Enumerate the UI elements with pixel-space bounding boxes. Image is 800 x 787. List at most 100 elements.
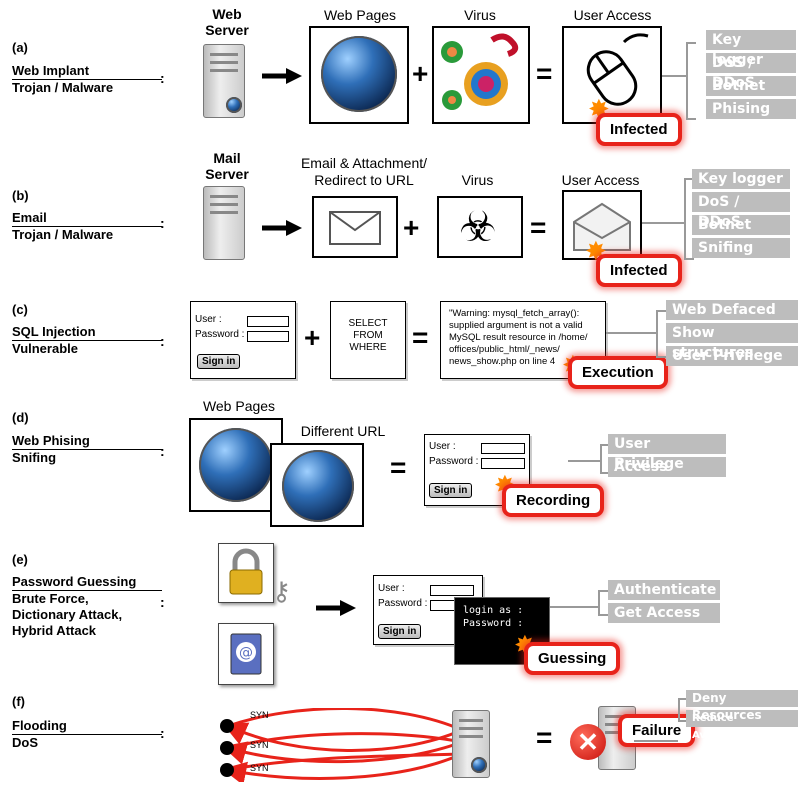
tag-show-structures: Show structures — [666, 323, 798, 361]
tag-bracket-f — [678, 698, 680, 720]
equals-sign: = — [536, 722, 553, 753]
tag-authenticate: Authenticate — [608, 580, 720, 600]
row-d-title: Web Phising Snifing — [12, 433, 162, 466]
tag-key-logger: Key logger — [692, 169, 790, 189]
infected-badge-b: Infected — [596, 254, 682, 287]
row-f-tags: Deny Resources Reduce Availability — [686, 690, 798, 741]
syn-label-1: SYN — [250, 710, 269, 720]
web-pages-box — [309, 26, 409, 124]
tag-snifing: Snifing — [692, 238, 790, 258]
virus-box — [432, 26, 530, 124]
equals-sign: = — [530, 212, 547, 243]
infected-badge-a: Infected — [596, 113, 682, 146]
row-c-letter: (c) — [12, 302, 28, 317]
address-book-icon: @ — [230, 633, 262, 675]
keys-icon: ⚷ — [272, 576, 292, 606]
row-c-tags: Web Defaced Show structures User Privile… — [666, 300, 798, 366]
arrow-icon — [262, 68, 302, 89]
tag-bracket-c — [656, 310, 658, 356]
tag-get-access: Get Access — [608, 603, 720, 623]
tag-dos: DoS / DDoS — [692, 192, 790, 230]
arrow-icon — [262, 220, 302, 241]
different-url-label: Different URL — [300, 423, 386, 439]
plus-sign: + — [304, 322, 321, 353]
plus-sign: + — [403, 212, 420, 243]
virus-icon — [441, 33, 519, 110]
row-f-letter: (f) — [12, 694, 25, 709]
tag-bracket-b — [684, 178, 686, 258]
row-d-colon: : — [160, 443, 165, 459]
biohazard-icon: ☣ — [459, 203, 497, 250]
row-b-tags: Key logger DoS / DDoS Botnet Snifing — [692, 169, 790, 258]
syn-label-3: SYN — [250, 763, 269, 773]
user-access-box — [562, 26, 662, 124]
sql-query-box: SELECT FROM WHERE — [330, 301, 406, 379]
sign-in-button[interactable]: Sign in — [197, 354, 241, 369]
globe-icon — [321, 36, 397, 112]
row-c-title: SQL Injection Vulnerable — [12, 324, 162, 357]
row-a-title: Web Implant Trojan / Malware — [12, 63, 162, 96]
web-page-box-original — [189, 418, 283, 512]
tag-user-privilege: User Privilege — [666, 346, 798, 366]
web-pages-label-d: Web Pages — [202, 398, 276, 414]
tag-user-privilege: User Privilege — [608, 434, 726, 472]
row-e-title: Password Guessing Brute Force, Dictionar… — [12, 574, 162, 639]
virus-label-b: Virus — [461, 172, 494, 188]
web-server-label: Web Server — [205, 6, 249, 38]
tag-bracket-d — [600, 444, 602, 472]
lock-tile — [218, 543, 274, 603]
tag-dos: DoS / DDoS — [706, 53, 796, 91]
plus-sign: + — [412, 58, 429, 89]
failure-badge: Failure — [618, 714, 696, 747]
mail-server-icon — [203, 186, 245, 260]
email-label: Email & Attachment/ Redirect to URL — [300, 155, 428, 188]
row-f-title: Flooding DoS — [12, 718, 162, 751]
tag-access: Access — [608, 457, 726, 477]
user-access-label-b: User Access — [561, 172, 640, 188]
sign-in-button[interactable]: Sign in — [429, 483, 473, 498]
tag-bracket-e — [598, 590, 600, 614]
mail-server-label: Mail Server — [205, 150, 249, 182]
tag-botnet: Botnet — [692, 215, 790, 235]
padlock-icon — [229, 548, 263, 595]
row-a-colon: : — [160, 70, 165, 86]
mouse-icon — [586, 33, 649, 106]
row-d-letter: (d) — [12, 410, 29, 425]
svg-text:@: @ — [239, 645, 253, 661]
web-server-icon — [203, 44, 245, 118]
envelope-icon — [329, 211, 381, 245]
open-mail-icon — [573, 202, 631, 251]
syn-label-2: SYN — [250, 740, 269, 750]
virus-label: Virus — [464, 7, 496, 23]
equals-sign: = — [412, 322, 429, 353]
recording-badge: Recording — [502, 484, 605, 517]
tag-bracket-a — [686, 42, 688, 118]
error-x-icon: ✕ — [570, 724, 606, 760]
tag-botnet: Botnet — [706, 76, 796, 96]
globe-icon — [282, 450, 354, 522]
row-a-tags: Key logger DoS / DDoS Botnet Phising — [706, 30, 796, 119]
tag-reduce-availability: Reduce Availability — [686, 710, 798, 741]
user-access-label: User Access — [573, 7, 652, 23]
row-b-letter: (b) — [12, 188, 29, 203]
execution-badge: Execution — [568, 356, 668, 389]
tag-deny-resources: Deny Resources — [686, 690, 798, 722]
tag-key-logger: Key logger — [706, 30, 796, 68]
guessing-badge: Guessing — [524, 642, 621, 675]
address-book-tile: @ — [218, 623, 274, 685]
row-b-title: Email Trojan / Malware — [12, 210, 162, 243]
arrow-icon — [316, 600, 356, 621]
sign-in-button[interactable]: Sign in — [378, 624, 422, 639]
row-e-tags: Authenticate Get Access — [608, 580, 720, 623]
web-page-box-fake — [270, 443, 364, 527]
row-e-colon: : — [160, 594, 165, 610]
row-d-tags: User Privilege Access — [608, 434, 726, 477]
row-f-colon: : — [160, 725, 165, 741]
web-pages-label: Web Pages — [323, 7, 397, 23]
equals-sign: = — [390, 452, 407, 483]
login-form-c: User : Password : Sign in — [190, 301, 296, 379]
tag-web-defaced: Web Defaced — [666, 300, 798, 320]
tag-phising: Phising — [706, 99, 796, 119]
biohazard-box: ☣ — [437, 196, 523, 258]
row-e-letter: (e) — [12, 552, 28, 567]
